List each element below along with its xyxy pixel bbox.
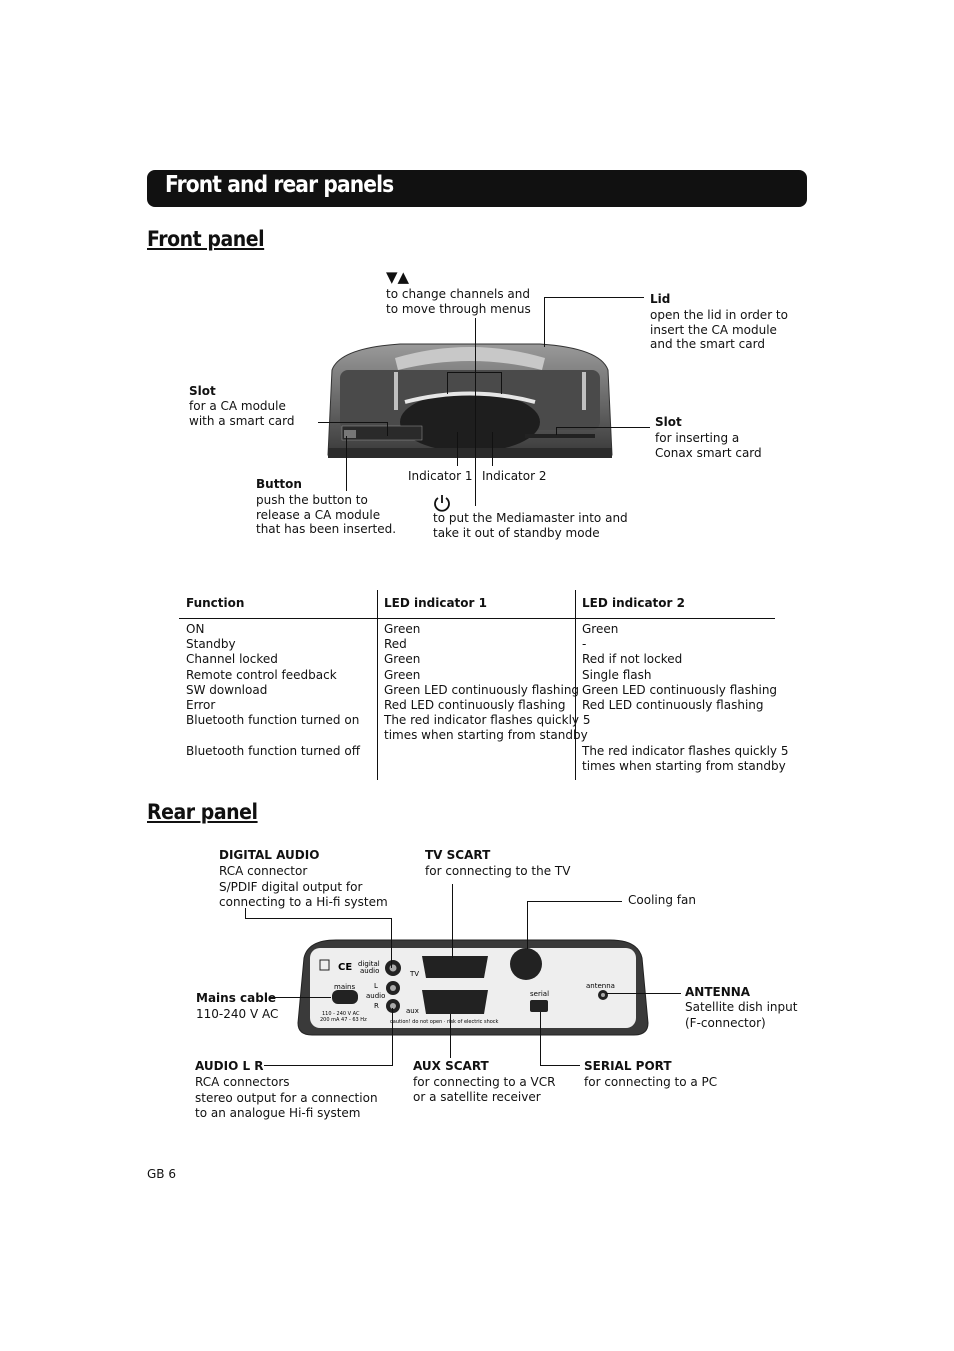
svg-text:TV: TV bbox=[409, 970, 419, 978]
svg-text:audio: audio bbox=[360, 967, 379, 975]
table-led1-column: Green Red Green Green Green LED continuo… bbox=[384, 622, 591, 743]
antenna-title: ANTENNA bbox=[685, 985, 751, 999]
section-banner: Front and rear panels bbox=[147, 170, 807, 207]
led-table: Function LED indicator 1 LED indicator 2… bbox=[179, 590, 788, 780]
svg-text:serial: serial bbox=[530, 990, 549, 998]
svg-text:digital: digital bbox=[358, 960, 380, 968]
table-function-column: ON Standby Channel locked Remote control… bbox=[186, 622, 360, 758]
arrows-description: to change channels and to move through m… bbox=[386, 287, 531, 316]
page-number: GB 6 bbox=[147, 1167, 176, 1181]
table-led2-column: Green - Red if not locked Single flash G… bbox=[582, 622, 789, 773]
front-panel-heading: Front panel bbox=[147, 227, 265, 251]
table-header-led1: LED indicator 1 bbox=[384, 596, 487, 610]
svg-text:200 mA 47 - 63 Hz: 200 mA 47 - 63 Hz bbox=[320, 1017, 367, 1023]
slot-left-description: for a CA module with a smart card bbox=[189, 399, 295, 428]
rear-device-illustration: CE digital audio L audio R TV aux mains … bbox=[297, 939, 649, 1036]
digital-audio-description: RCA connector S/PDIF digital output for … bbox=[219, 864, 388, 909]
power-icon bbox=[434, 495, 450, 512]
aux-scart-description: for connecting to a VCR or a satellite r… bbox=[413, 1075, 556, 1104]
slot-right-description: for inserting a Conax smart card bbox=[655, 431, 762, 460]
front-device-illustration bbox=[327, 343, 613, 458]
indicator-1-label: Indicator 1 bbox=[408, 469, 473, 483]
cooling-fan-label: Cooling fan bbox=[628, 893, 696, 907]
svg-text:CE: CE bbox=[338, 962, 352, 973]
svg-text:caution! do not open · risk of: caution! do not open · risk of electric … bbox=[390, 1019, 499, 1025]
table-column-divider bbox=[377, 590, 378, 780]
tv-scart-description: for connecting to the TV bbox=[425, 864, 571, 878]
indicator-2-label: Indicator 2 bbox=[482, 469, 547, 483]
audio-lr-description: RCA connectors stereo output for a conne… bbox=[195, 1075, 378, 1120]
tv-scart-title: TV SCART bbox=[425, 848, 491, 862]
mains-cable-description: 110-240 V AC bbox=[196, 1007, 279, 1021]
rear-panel-heading: Rear panel bbox=[147, 800, 258, 824]
lid-description: open the lid in order to insert the CA m… bbox=[650, 308, 788, 351]
power-description: to put the Mediamaster into and take it … bbox=[433, 511, 628, 540]
lid-title: Lid bbox=[650, 292, 671, 306]
svg-text:L: L bbox=[374, 982, 378, 990]
audio-lr-title: AUDIO L R bbox=[195, 1059, 264, 1073]
aux-scart-title: AUX SCART bbox=[413, 1059, 489, 1073]
svg-text:aux: aux bbox=[406, 1007, 419, 1015]
slot-right-title: Slot bbox=[655, 415, 682, 429]
section-title: Front and rear panels bbox=[165, 172, 394, 198]
svg-text:audio: audio bbox=[366, 992, 385, 1000]
button-title: Button bbox=[256, 477, 302, 491]
svg-text:antenna: antenna bbox=[586, 982, 615, 990]
table-header-led2: LED indicator 2 bbox=[582, 596, 685, 610]
svg-text:110 - 240 V AC: 110 - 240 V AC bbox=[322, 1011, 360, 1017]
digital-audio-title: DIGITAL AUDIO bbox=[219, 848, 320, 862]
serial-port-description: for connecting to a PC bbox=[584, 1075, 718, 1089]
table-header-function: Function bbox=[186, 596, 245, 610]
button-description: push the button to release a CA module t… bbox=[256, 493, 397, 536]
serial-port-title: SERIAL PORT bbox=[584, 1059, 672, 1073]
svg-text:mains: mains bbox=[334, 983, 355, 991]
table-header-divider bbox=[179, 618, 775, 619]
mains-cable-title: Mains cable bbox=[196, 991, 277, 1005]
svg-text:R: R bbox=[374, 1002, 379, 1010]
arrows-icon: ▼▲ bbox=[386, 268, 410, 286]
antenna-description: Satellite dish input (F-connector) bbox=[685, 1000, 798, 1030]
table-column-divider bbox=[575, 590, 576, 780]
slot-left-title: Slot bbox=[189, 384, 216, 398]
